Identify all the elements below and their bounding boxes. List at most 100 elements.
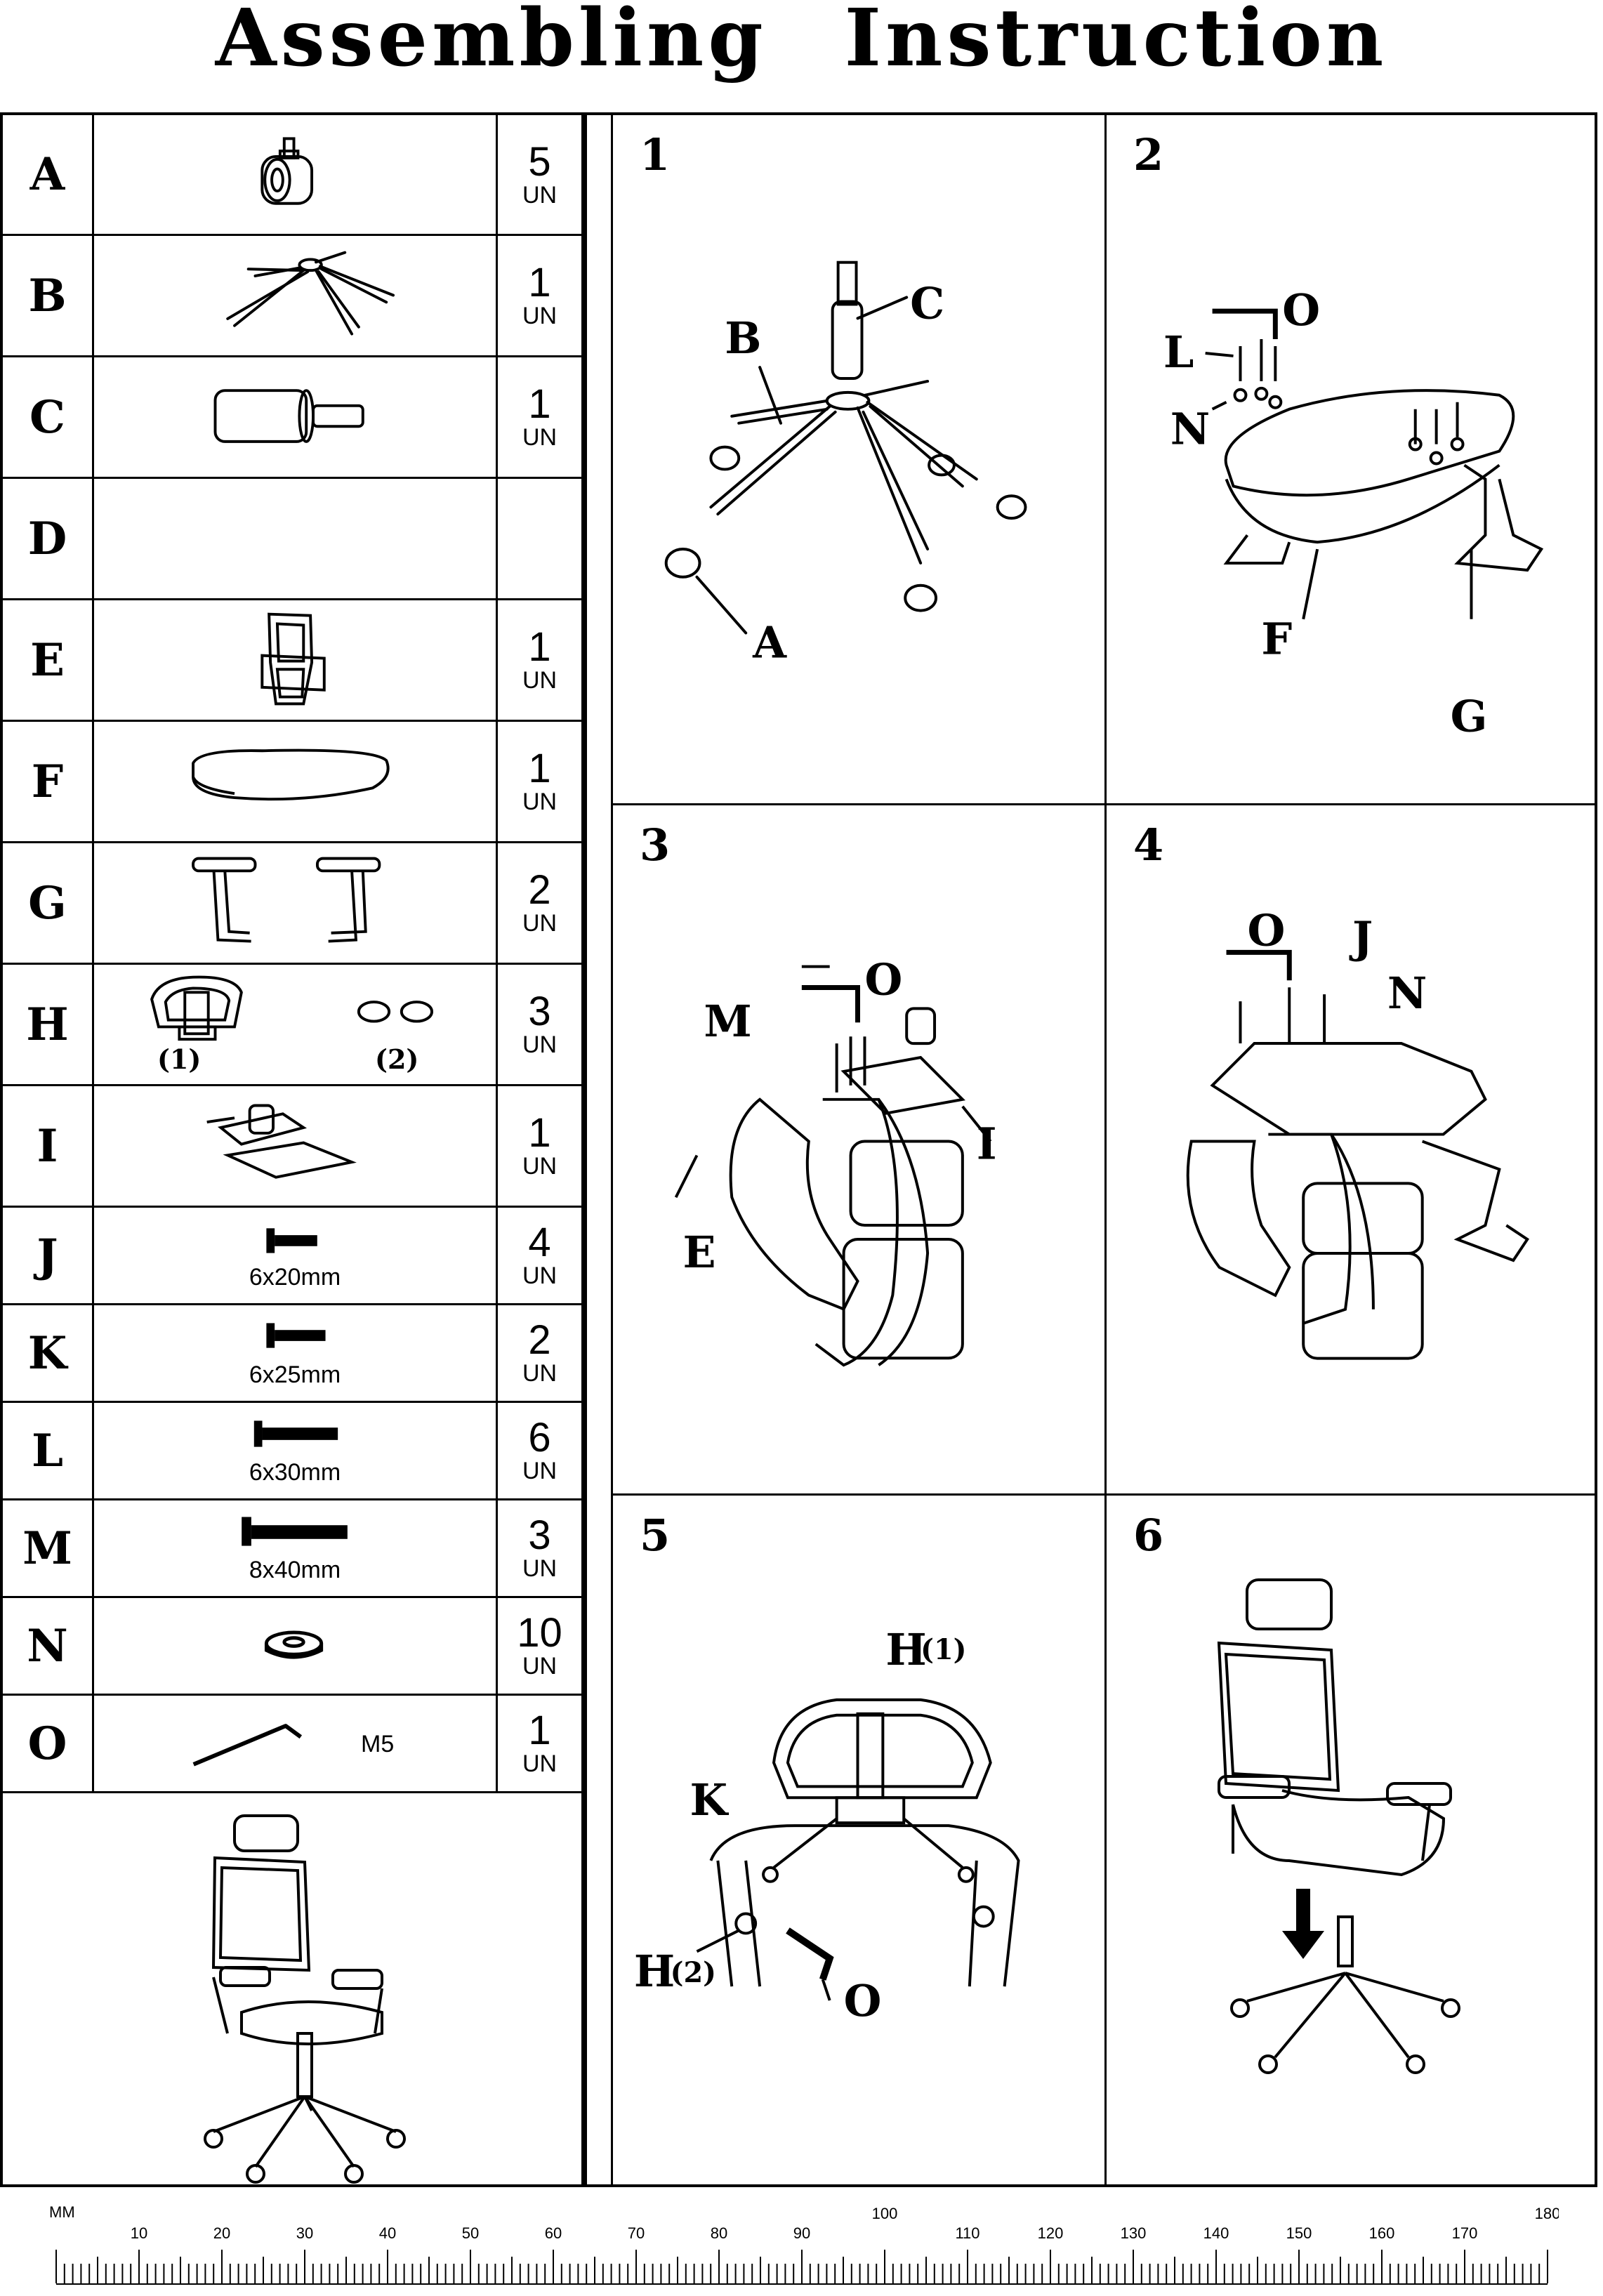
bolt-icon: 6x30mm xyxy=(94,1403,498,1498)
part-unit: UN xyxy=(522,1750,558,1777)
part-qty: 10 xyxy=(517,1610,562,1656)
part-letter: C xyxy=(3,357,94,477)
ruler-label: 150 xyxy=(1286,2224,1312,2242)
assembly-steps: 1 C B A 2 xyxy=(584,112,1597,2187)
ruler-label: 60 xyxy=(545,2224,562,2242)
step-2: 2 O L N F G xyxy=(1107,115,1597,805)
part-unit: UN xyxy=(522,789,558,815)
step-label: K xyxy=(690,1774,730,1826)
step-label: N xyxy=(1387,968,1427,1019)
part-letter: M xyxy=(3,1500,94,1596)
part-unit: UN xyxy=(522,667,558,694)
part-letter: N xyxy=(3,1598,94,1694)
step-label: (1) xyxy=(921,1634,966,1666)
ruler-label: 90 xyxy=(793,2224,810,2242)
part-qty: 6 xyxy=(528,1415,551,1460)
part-letter: D xyxy=(3,479,94,598)
part-letter: J xyxy=(3,1208,94,1303)
assembled-chair-icon xyxy=(3,1802,581,2184)
part-unit: UN xyxy=(522,1031,558,1058)
seat-cushion-icon xyxy=(94,722,498,841)
ruler-label: 160 xyxy=(1369,2224,1395,2242)
part-qty: 2 xyxy=(528,1317,551,1363)
backrest-icon xyxy=(94,600,498,720)
step-label: O xyxy=(1282,284,1320,336)
step-label: F xyxy=(1261,614,1292,665)
bolt-icon: 6x20mm xyxy=(94,1208,498,1303)
part-qty: 1 xyxy=(528,1110,551,1156)
step-label: E xyxy=(683,1227,716,1278)
allen-key-icon: M5 xyxy=(94,1696,498,1791)
step-label: O xyxy=(864,954,902,1005)
part-letter: K xyxy=(3,1305,94,1401)
ruler-label: 70 xyxy=(628,2224,645,2242)
part-unit: UN xyxy=(522,1653,558,1680)
bolt-size: 6x25mm xyxy=(249,1361,341,1388)
part-row-d: D xyxy=(3,479,581,600)
ruler-label: 30 xyxy=(296,2224,313,2242)
bolt-size: 6x20mm xyxy=(249,1264,341,1291)
ruler-label: 180 xyxy=(1535,2205,1559,2222)
part-letter: I xyxy=(3,1086,94,1206)
ruler-unit: MM xyxy=(49,2203,75,2221)
allen-key-size: M5 xyxy=(361,1731,395,1757)
step-label: I xyxy=(977,1118,997,1169)
part-letter: F xyxy=(3,722,94,841)
armrest-icon xyxy=(94,843,498,963)
step-label: O xyxy=(844,1975,882,2026)
part-qty: 4 xyxy=(528,1220,551,1265)
ruler-ticks xyxy=(55,2250,1548,2283)
arrow-down-icon xyxy=(1282,1889,1324,1959)
ruler-label: 130 xyxy=(1121,2224,1147,2242)
ruler-label: 80 xyxy=(711,2224,727,2242)
part-unit: UN xyxy=(522,1458,558,1484)
part-qty: 5 xyxy=(528,138,551,185)
step-label: G xyxy=(1451,690,1488,741)
step-label: C xyxy=(910,277,944,329)
part-qty: 1 xyxy=(528,381,551,427)
step-1: 1 C B A xyxy=(613,115,1107,805)
step-label: A xyxy=(752,616,787,668)
step-number: 2 xyxy=(1133,129,1164,180)
bolt-size: 6x30mm xyxy=(249,1459,341,1486)
step-number: 6 xyxy=(1133,1510,1164,1561)
part-letter: A xyxy=(3,115,94,234)
part-unit: UN xyxy=(522,910,558,937)
part-qty: 1 xyxy=(528,746,551,791)
part-qty: 3 xyxy=(528,989,551,1034)
ruler-label: 50 xyxy=(462,2224,479,2242)
step-label: (2) xyxy=(671,1957,716,1989)
step-label: N xyxy=(1170,404,1211,455)
ruler-label: 140 xyxy=(1203,2224,1229,2242)
part-unit: UN xyxy=(522,1153,558,1180)
step-3: 3 O M I E xyxy=(613,805,1107,1496)
step-4: 4 O J N xyxy=(1107,805,1597,1496)
star-base-icon xyxy=(94,236,498,355)
ruler-label: 100 xyxy=(872,2205,898,2222)
part-qty: 1 xyxy=(528,260,551,305)
ruler-label: 110 xyxy=(955,2224,979,2242)
mechanism-icon xyxy=(94,1086,498,1206)
step-label: H xyxy=(634,1946,675,1997)
bolt-icon: 6x25mm xyxy=(94,1305,498,1401)
step-label: J xyxy=(1349,911,1373,963)
bolt-icon: 8x40mm xyxy=(94,1500,498,1596)
step-5: 5 H (1) K H (2) O xyxy=(613,1496,1107,2184)
step-number: 5 xyxy=(640,1510,671,1561)
step-6: 6 xyxy=(1107,1496,1597,2184)
part-sub-label: (1) xyxy=(157,1043,202,1075)
ruler-label: 120 xyxy=(1038,2224,1064,2242)
bolt-size: 8x40mm xyxy=(249,1557,341,1583)
